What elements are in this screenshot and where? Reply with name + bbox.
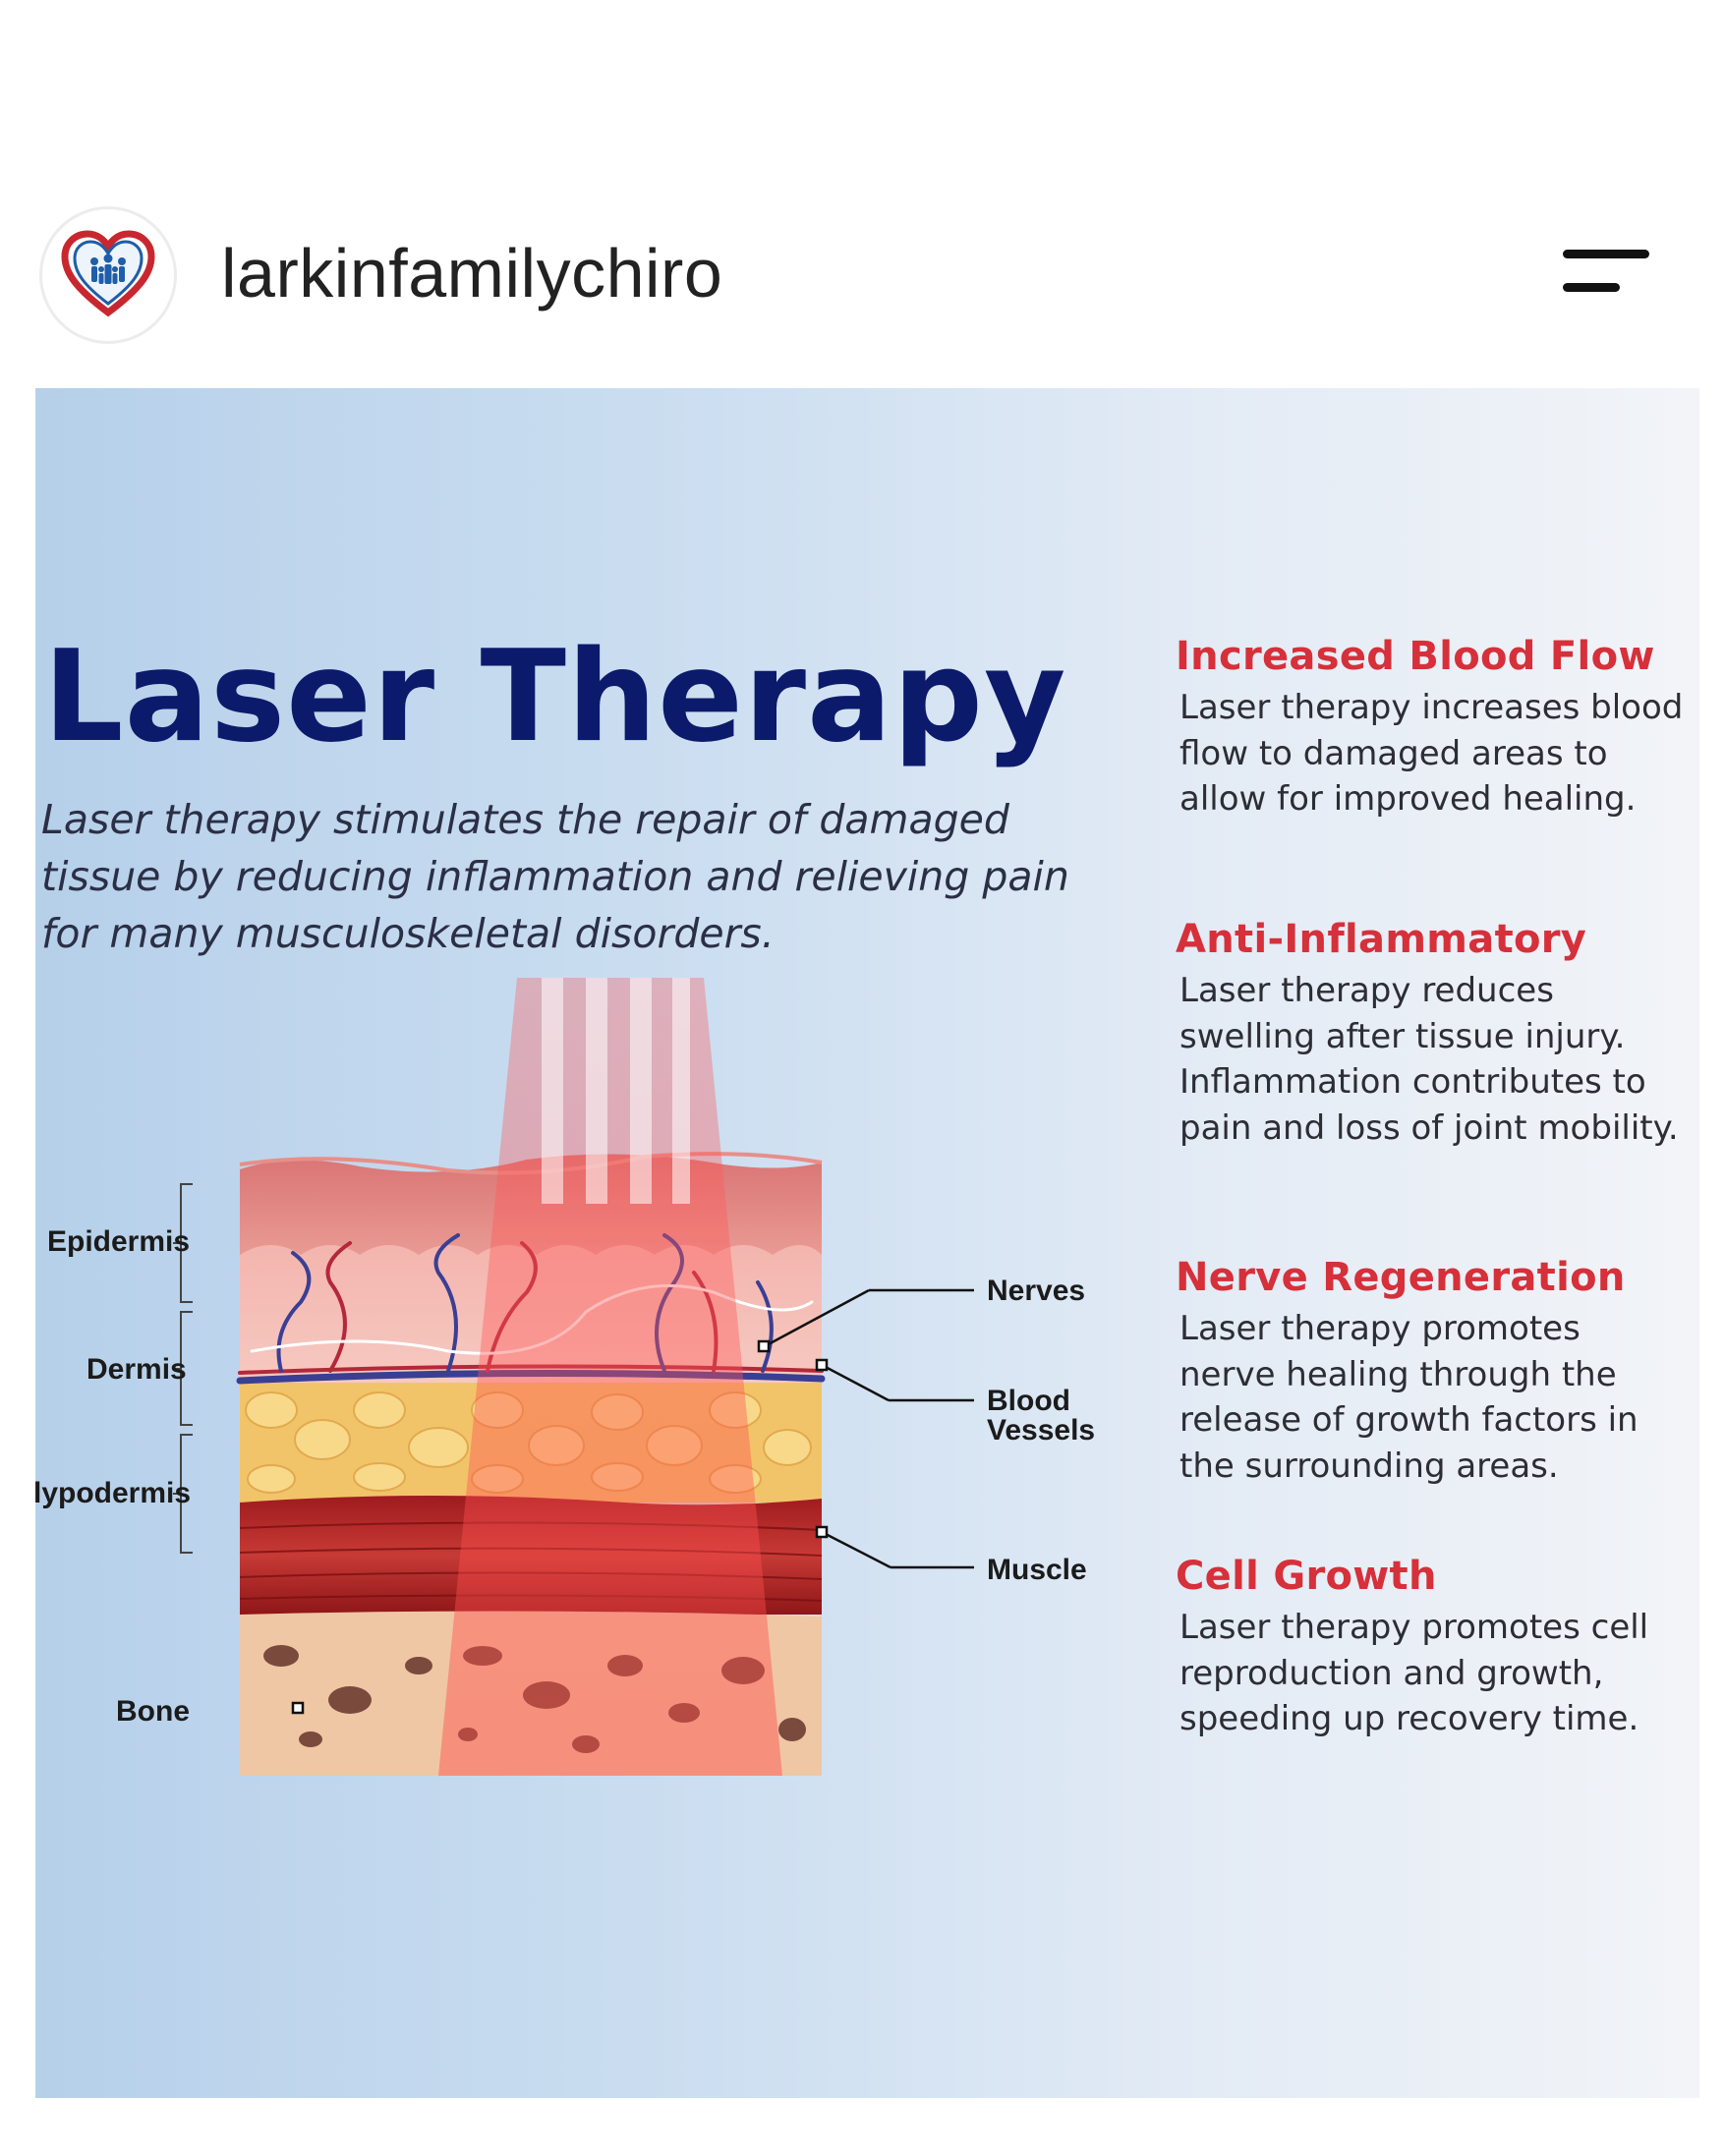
label-hypodermis: lypodermis	[35, 1477, 192, 1509]
benefit-title: Increased Blood Flow	[1176, 634, 1655, 679]
benefit-title: Cell Growth	[1176, 1554, 1437, 1599]
benefit-text: Laser therapy promotes cell reproduction…	[1179, 1608, 1649, 1738]
benefit-text: Laser therapy promotes nerve healing thr…	[1179, 1309, 1639, 1486]
avatar[interactable]	[39, 206, 177, 344]
benefit-title: Nerve Regeneration	[1176, 1255, 1626, 1300]
label-muscle: Muscle	[987, 1554, 1087, 1586]
skin-layers-diagram: Epidermis Dermis lypodermis Bone Nerves …	[35, 978, 1136, 1784]
benefits-list: Increased Blood Flow Laser therapy incre…	[1176, 388, 1699, 2098]
benefit-nerve-regeneration: Nerve Regeneration Laser therapy promote…	[1176, 1255, 1687, 1489]
label-blood-vessels-line2: Vessels	[987, 1414, 1096, 1447]
label-bone: Bone	[116, 1695, 190, 1728]
post-intro-text: Laser therapy stimulates the repair of d…	[41, 796, 1069, 957]
benefit-title: Anti-Inflammatory	[1176, 917, 1587, 962]
benefit-text: Laser therapy increases blood flow to da…	[1179, 688, 1684, 819]
label-blood-vessels: Blood Vessels	[987, 1387, 1095, 1446]
label-epidermis: Epidermis	[47, 1225, 191, 1258]
label-dermis: Dermis	[86, 1353, 187, 1386]
heart-logo-icon	[61, 230, 155, 317]
post-image[interactable]: Laser Therapy Laser therapy stimulates t…	[35, 388, 1699, 2098]
menu-button[interactable]	[1553, 242, 1651, 311]
benefit-text: Laser therapy reduces swelling after tis…	[1179, 971, 1679, 1148]
post-header: larkinfamilychiro	[0, 197, 1725, 354]
label-nerves: Nerves	[987, 1275, 1086, 1307]
benefit-anti-inflammatory: Anti-Inflammatory Laser therapy reduces …	[1176, 917, 1687, 1151]
skin-layers-illustration	[173, 978, 974, 1776]
post-title: Laser Therapy	[43, 624, 1067, 770]
benefit-cell-growth: Cell Growth Laser therapy promotes cell …	[1176, 1554, 1687, 1742]
label-blood-vessels-line1: Blood	[987, 1385, 1070, 1417]
benefit-blood-flow: Increased Blood Flow Laser therapy incre…	[1176, 634, 1687, 823]
account-username[interactable]: larkinfamilychiro	[221, 235, 723, 312]
